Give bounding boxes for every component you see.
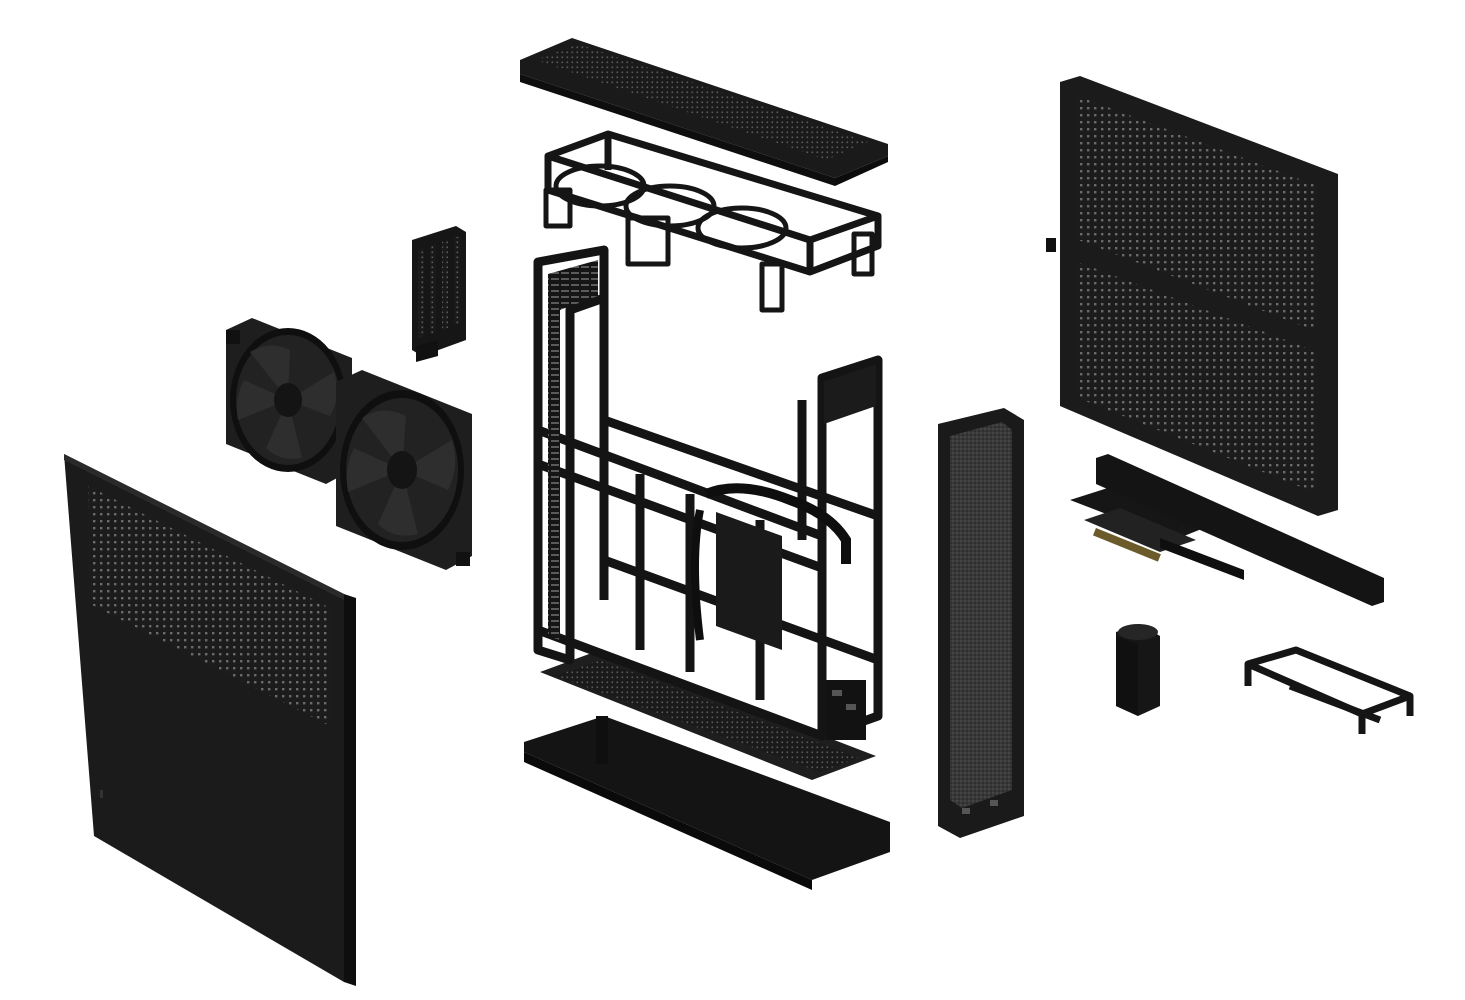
top-panel <box>520 38 888 186</box>
drive-bracket <box>1244 646 1414 734</box>
right-side-panel <box>1046 76 1338 516</box>
pcie-slot-covers <box>412 226 466 362</box>
main-chassis-frame <box>533 245 883 741</box>
gpu-riser-bracket <box>1070 454 1384 606</box>
left-side-panel <box>64 454 356 986</box>
base-stand <box>524 650 890 890</box>
dual-fans <box>226 318 472 570</box>
fan-right <box>336 370 472 570</box>
front-dust-filter <box>938 408 1024 838</box>
io-power-button-module <box>1116 624 1160 716</box>
fan-left <box>226 318 352 484</box>
top-radiator-bracket <box>543 130 882 313</box>
